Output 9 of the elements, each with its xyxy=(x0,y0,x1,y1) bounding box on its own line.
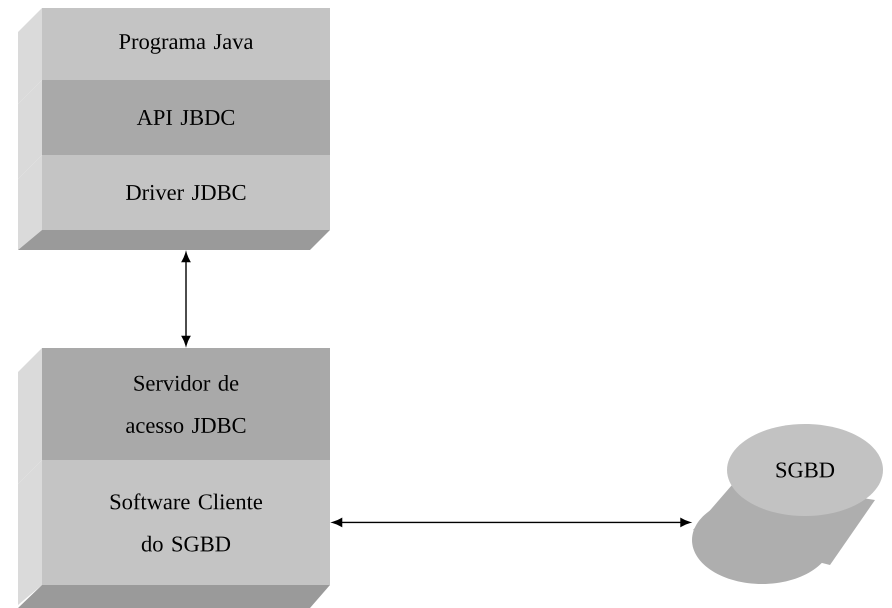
layer-box: Driver JDBC xyxy=(18,154,330,250)
layer-box: Servidor de acesso JDBC xyxy=(18,348,330,484)
layer-box: API JBDC xyxy=(18,80,330,179)
database-cylinder: SGBD xyxy=(692,424,883,584)
layer-box: Software Cliente do SGBD xyxy=(18,460,330,608)
arrow xyxy=(182,252,190,346)
layer-box: Programa Java xyxy=(18,8,330,104)
arrow xyxy=(332,518,690,527)
node-label: SGBD xyxy=(776,462,834,478)
